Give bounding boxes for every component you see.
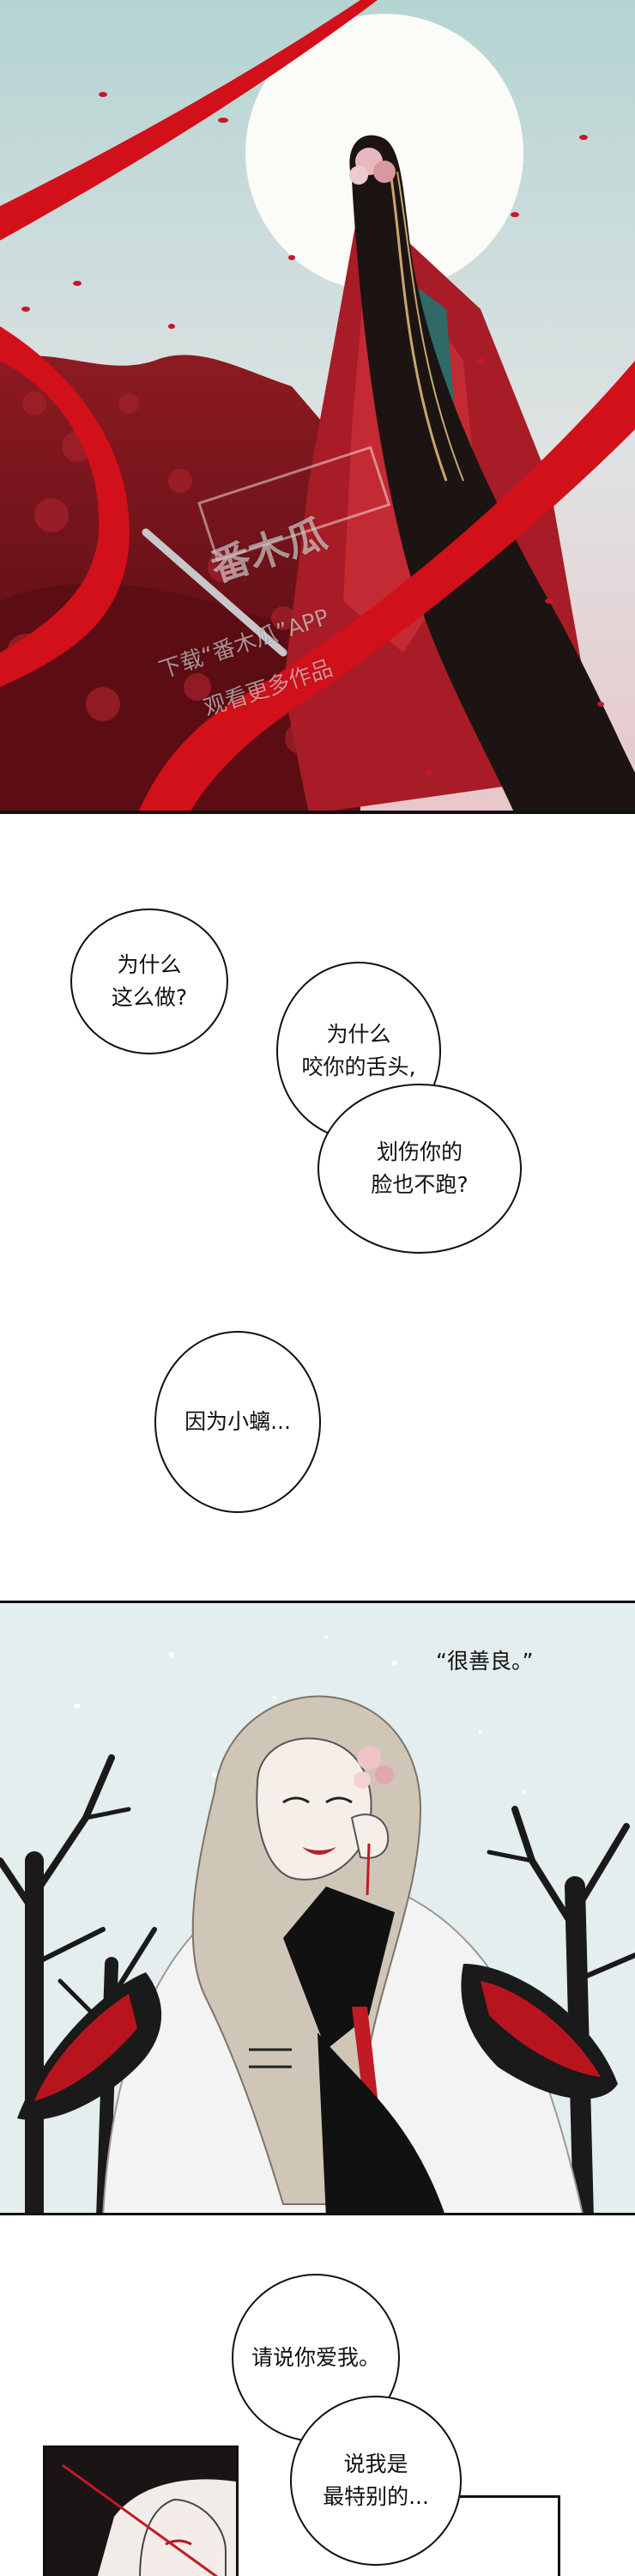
hair-flowers — [354, 1746, 394, 1789]
frog-closures — [249, 2048, 292, 2069]
red-ribbon-top — [0, 0, 378, 240]
raised-hand — [350, 1814, 390, 1859]
speech-bubble-2-text: 为什么 咬你的舌头, — [301, 1022, 416, 1079]
bottom-right-panel-edge — [558, 2497, 560, 2576]
snowflakes — [75, 1636, 525, 1794]
speech-bubble-4-text: 因为小螭... — [184, 1409, 291, 1434]
moon-scene-panel: 番木瓜 下载“番木瓜”APP 观看更多作品 — [0, 0, 635, 814]
snow-scene-illustration — [0, 1603, 635, 2213]
speech-bubble-6: 说我是 最特别的... — [290, 2396, 462, 2566]
speech-bubble-4: 因为小螭... — [154, 1331, 321, 1513]
speech-bubble-3: 划伤你的 脸也不跑? — [318, 1084, 522, 1254]
speech-bubble-1: 为什么 这么做? — [70, 908, 228, 1054]
snow-scene-panel: “很善良。” — [0, 1601, 635, 2215]
bottom-right-panel-top — [446, 2495, 560, 2498]
panel-border — [0, 811, 635, 814]
moon-scene-illustration — [0, 0, 635, 814]
speech-bubble-5-text: 请说你爱我。 — [251, 2345, 380, 2370]
speech-bubble-1-text: 为什么 这么做? — [111, 952, 188, 1010]
falling-petals — [21, 92, 604, 775]
bottom-portrait-panel — [43, 2445, 239, 2576]
red-ribbon-right — [137, 361, 635, 814]
speech-bubble-3-text: 划伤你的 脸也不跑? — [371, 1139, 469, 1197]
sword — [142, 528, 287, 657]
speech-bubble-6-text: 说我是 最特别的... — [323, 2451, 429, 2509]
red-ribbon-left — [0, 326, 130, 687]
hair-flower — [349, 148, 396, 185]
bottom-portrait-illustration — [45, 2448, 236, 2576]
caption-kind: “很善良。” — [436, 1649, 534, 1674]
portrait-hair — [45, 2448, 236, 2576]
figure-hair — [349, 135, 635, 814]
